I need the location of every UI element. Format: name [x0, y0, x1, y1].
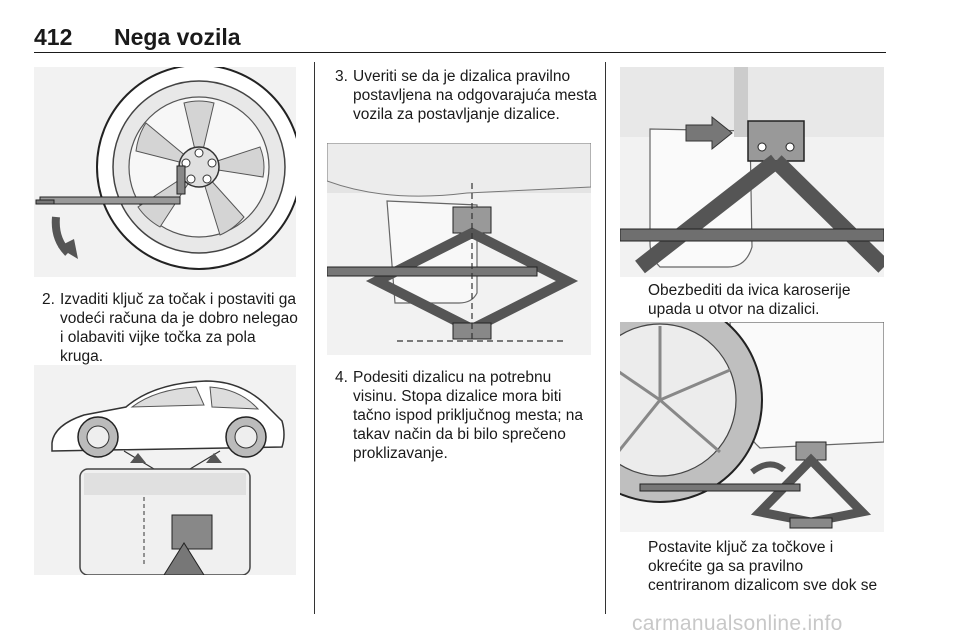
jack-under-car-figure [327, 143, 591, 355]
wheel-with-wrench-illustration [35, 67, 296, 270]
section-title: Nega vozila [114, 24, 241, 50]
jack-wheel-figure [620, 322, 884, 532]
watermark: carmanualsonline.info [632, 612, 843, 635]
car-jack-points-figure [34, 365, 296, 575]
step-number: 3. [335, 68, 348, 85]
step-text: Izvaditi ključ za točak i postaviti ga v… [60, 291, 298, 365]
caption-kljuc: Postavite ključ za točkove i okrećite ga… [648, 539, 878, 594]
car-jacking-points-illustration [51, 380, 285, 575]
column-divider [314, 62, 316, 614]
step-4: 4. Podesiti dizalicu na potrebnu visinu.… [335, 368, 597, 463]
jack-closeup-illustration [620, 67, 884, 274]
jack-closeup-figure [620, 67, 884, 277]
page-number: 412 [34, 24, 73, 50]
jack-with-wheel-illustration [620, 322, 884, 532]
step-3: 3. Uveriti se da je dizalica pravilno po… [335, 67, 597, 124]
page-header: 412 Nega vozila [34, 20, 886, 53]
column-divider [605, 62, 607, 614]
step-text: Podesiti dizalicu na potrebnu visinu. St… [353, 369, 584, 462]
jack-under-car-illustration [327, 143, 591, 343]
step-number: 2. [42, 291, 55, 308]
wheel-wrench-figure [34, 67, 296, 277]
caption-karoserija: Obezbediti da ivica karoserije upada u o… [648, 282, 851, 318]
step-number: 4. [335, 369, 348, 386]
step-text: Uveriti se da je dizalica pravilno posta… [353, 68, 597, 123]
step-2: 2. Izvaditi ključ za točak i postaviti g… [42, 290, 302, 366]
